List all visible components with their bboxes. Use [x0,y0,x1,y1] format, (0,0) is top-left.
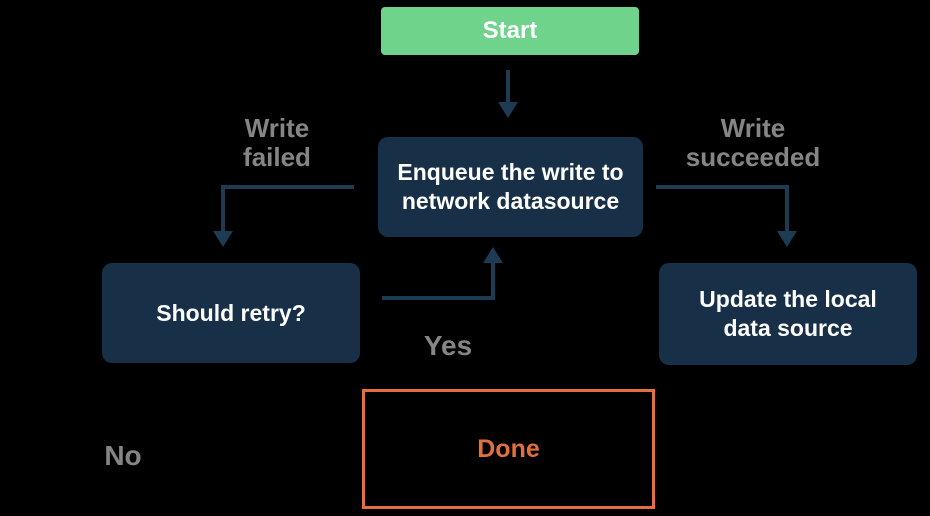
connector-write-failed-horizontal [223,185,354,189]
node-start: Start [381,7,639,55]
edge-label-no: No [104,440,142,471]
arrowhead-down-icon [777,231,797,247]
connector-write-failed-vertical [221,185,225,233]
edge-label-write-failed: Write failed [243,113,311,173]
node-update-local-source: Update the local data source [659,263,917,365]
connector-start-to-enqueue-line [506,70,510,104]
arrowhead-down-icon [498,102,518,118]
connector-write-succeeded-horizontal [656,185,787,189]
connector-write-succeeded-vertical [785,185,789,233]
connector-yes-horizontal [382,296,493,300]
edge-label-yes: Yes [423,330,473,361]
arrowhead-up-icon [483,247,503,263]
edge-label-write-succeeded: Write succeeded [685,113,821,173]
arrowhead-down-icon [213,231,233,247]
node-should-retry: Should retry? [102,263,360,363]
node-done: Done [362,389,655,509]
connector-yes-vertical [491,262,495,300]
node-enqueue-write: Enqueue the write to network datasource [378,137,643,237]
